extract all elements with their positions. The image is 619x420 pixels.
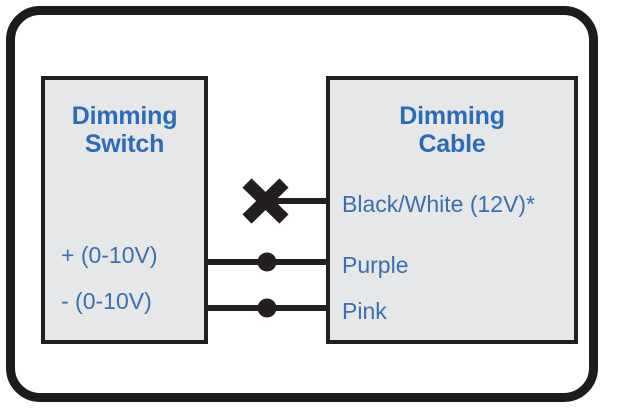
dimming-switch-title: Dimming Switch (45, 102, 204, 158)
dimming-switch-title-line1: Dimming (71, 102, 178, 130)
diagram-outer-frame (6, 6, 598, 402)
cable-terminal-purple-label: Purple (342, 252, 409, 278)
switch-terminal-positive-label: + (0-10V) (61, 242, 158, 268)
cable-terminal-blackwhite-label: Black/White (12V)* (342, 191, 536, 217)
dimming-switch-box: Dimming Switch + (0-10V) - (0-10V) (41, 76, 208, 344)
dimming-cable-title-line1: Dimming (399, 102, 505, 130)
dimming-cable-box: Dimming Cable Black/White (12V)* Purple … (326, 76, 578, 344)
cable-terminal-pink-label: Pink (342, 298, 387, 324)
dimming-switch-title-line2: Switch (84, 130, 165, 158)
dimming-cable-title: Dimming Cable (330, 102, 574, 158)
dimming-cable-title-line2: Cable (418, 130, 486, 158)
switch-terminal-negative-label: - (0-10V) (61, 288, 152, 314)
